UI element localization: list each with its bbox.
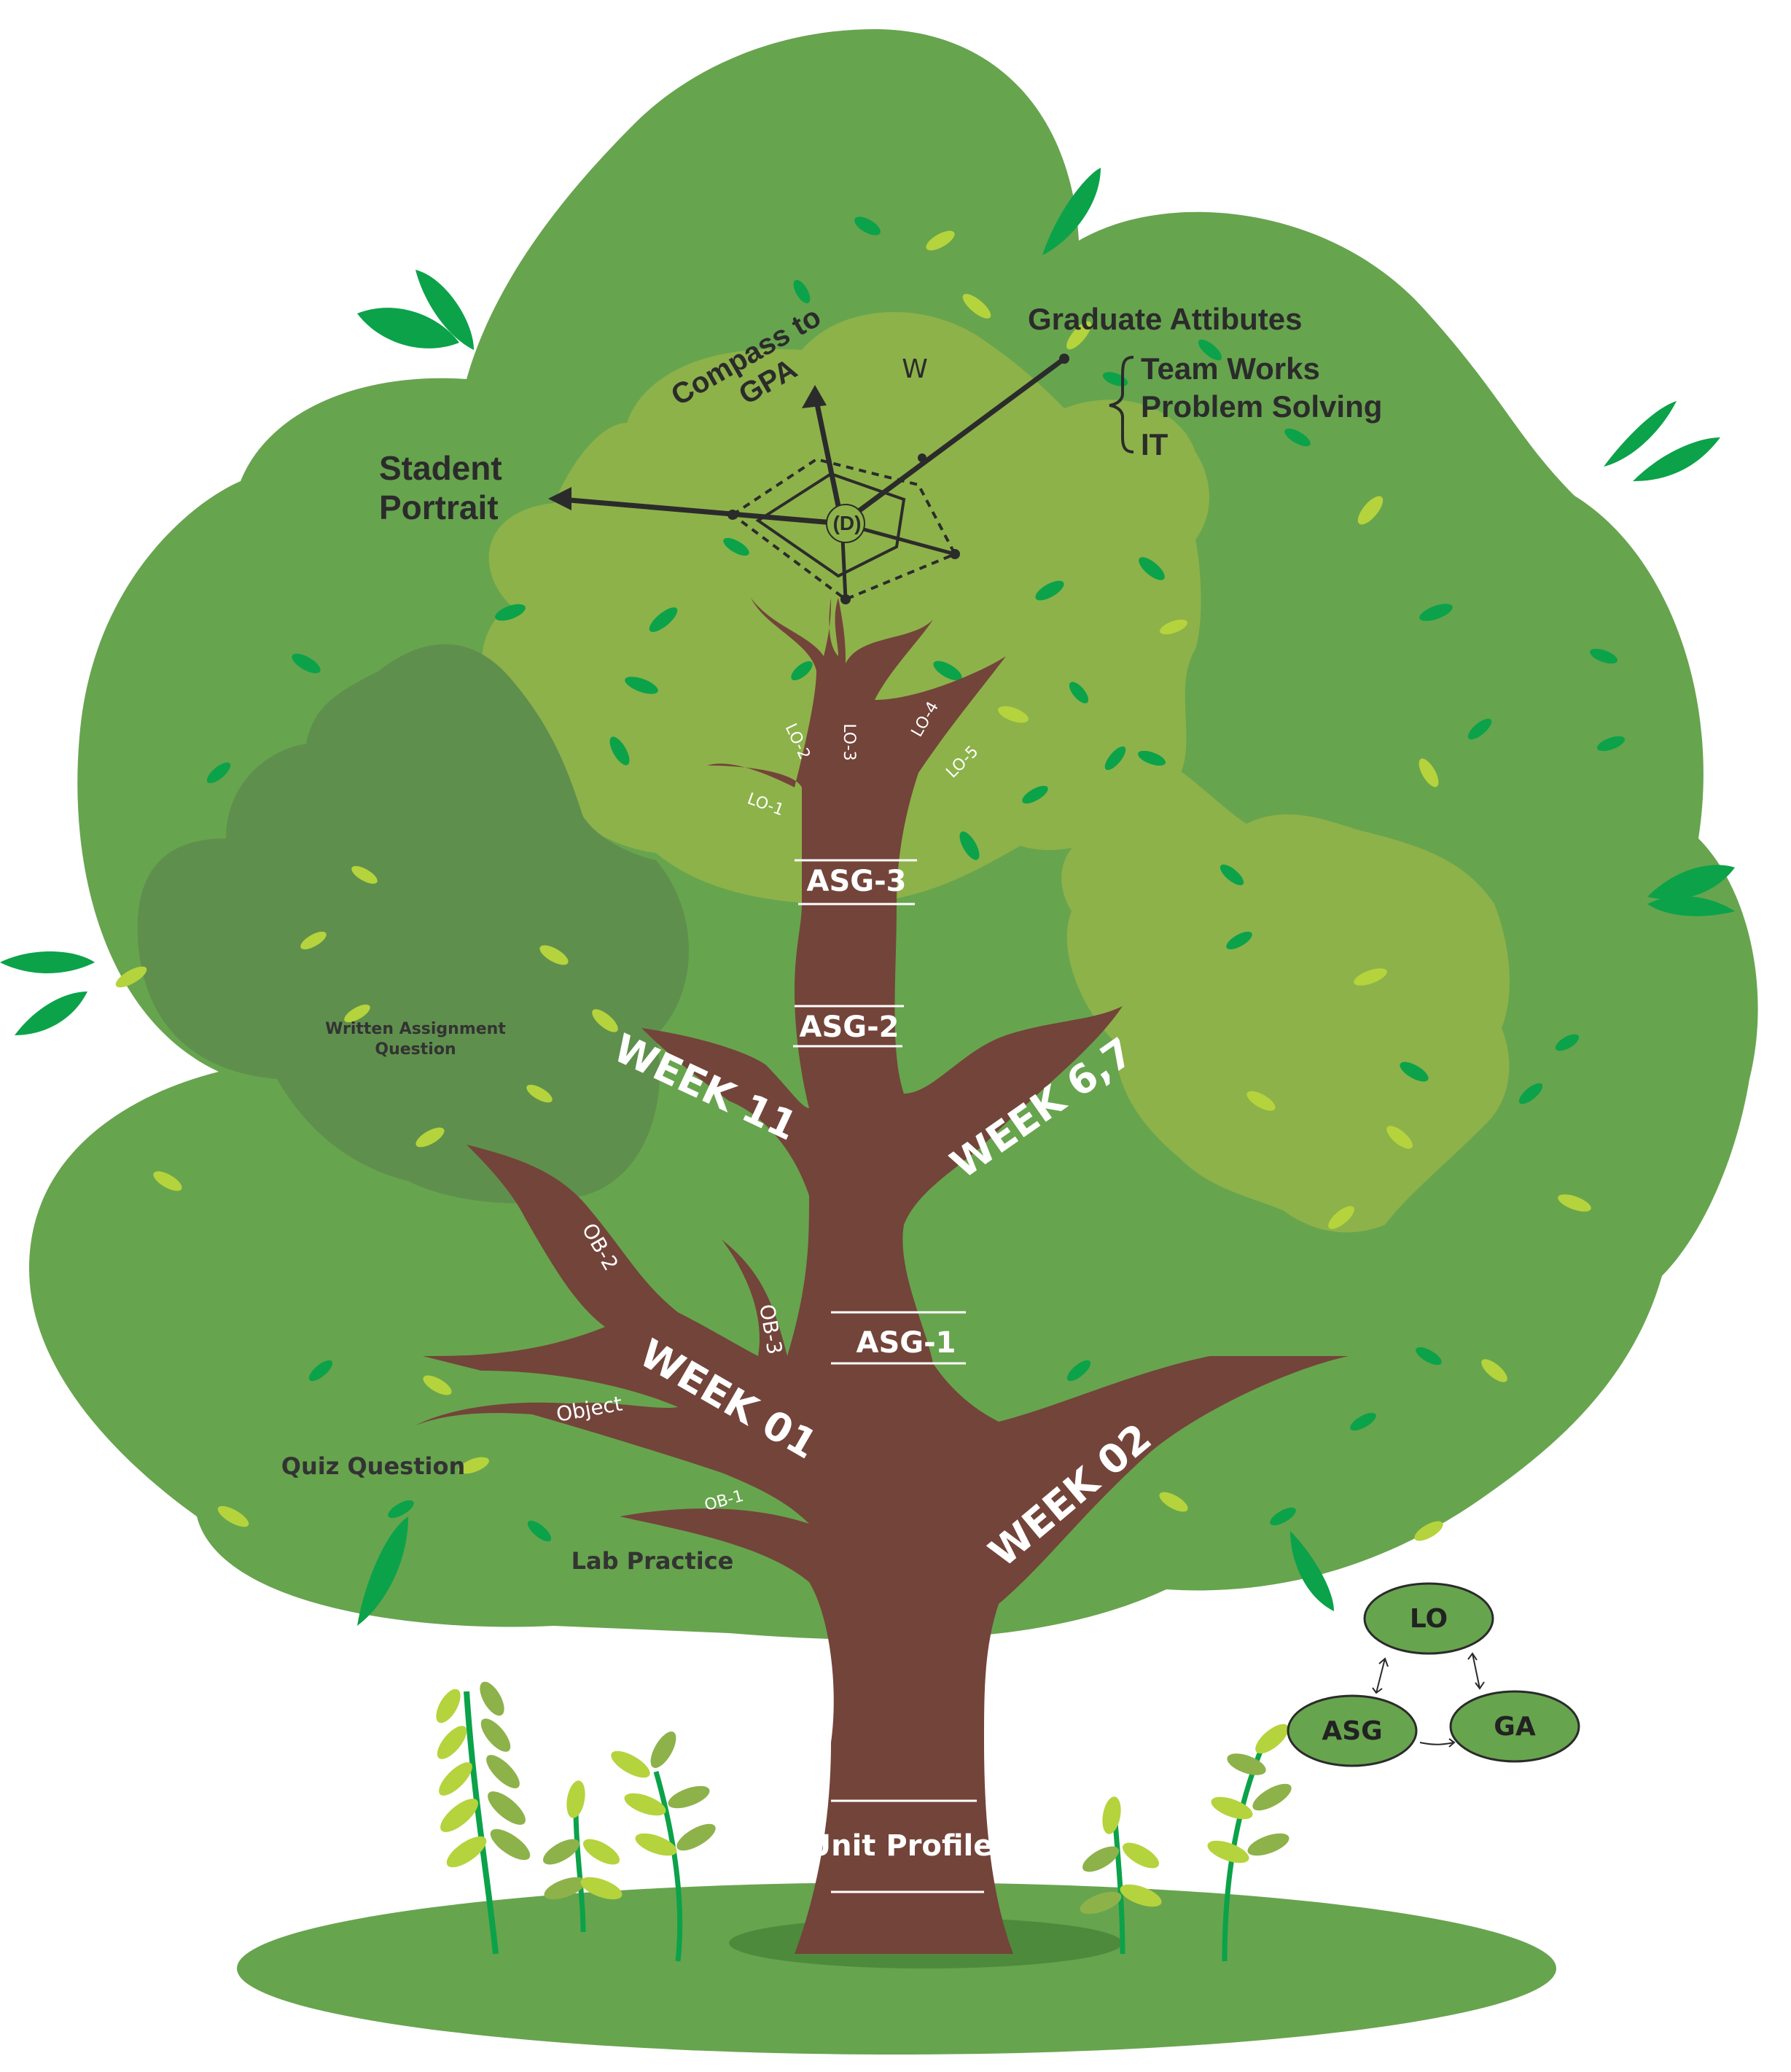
sprouts [436,1681,1292,1962]
line-to-left [732,513,843,526]
attributes-brace [1109,356,1134,453]
cycle-node-asg [1287,1694,1418,1767]
band-unit-profile: Unit Profile [808,1829,994,1863]
lo-3-label: LO-3 [840,723,858,760]
portrait-arrowhead [548,487,571,510]
band-asg1: ASG-1 [856,1326,956,1360]
cycle-label-lo: LO [1410,1604,1448,1634]
radar-node-left [727,510,738,520]
cycle-node-lo [1363,1582,1494,1655]
sprout-right-tall [1207,1724,1292,1962]
sprout-right-small [1080,1796,1162,1955]
band-asg2: ASG-2 [799,1010,899,1044]
written-assignment-label-2: Question [375,1040,456,1059]
quiz-question-label: Quiz Question [281,1452,465,1480]
attribute-problem-solving: Problem Solving [1141,389,1382,424]
compass-arrowhead [802,385,827,408]
radar-node-upper [918,453,926,462]
center-d-label: (D) [833,512,862,534]
cycle-node-ga [1449,1690,1580,1763]
trunk-bands [793,859,984,1893]
radar-node-bottom [840,594,851,604]
cycle-diagram: LO ASG GA [1287,1582,1580,1767]
graduate-attributes-title: Graduate Attibutes [1028,302,1302,336]
arrow-to-compass [812,393,845,524]
radar-node-right [950,549,960,559]
radar-node-ga [1059,354,1069,364]
radar-dashed-outline [730,457,957,601]
left-canopy [137,644,690,1204]
cycle-label-ga: GA [1494,1712,1536,1742]
sprout-left-mid [611,1732,716,1962]
cycle-label-asg: ASG [1322,1716,1382,1746]
canopy-leaf-specks [115,217,1625,1542]
sprout-left-tall [436,1681,531,1955]
right-canopy [1061,755,1510,1233]
student-portrait-label-1: Stadent [379,449,502,487]
upper-canopy [481,311,1209,904]
floating-leaves [0,168,1735,1626]
radar-center [826,504,865,543]
sprout-left-small [543,1780,623,1933]
lab-practice-label: Lab Practice [571,1547,734,1575]
line-to-graduate-attributes [840,357,1066,526]
band-asg3: ASG-3 [806,865,906,898]
written-assignment-label: Written Assignment [325,1020,506,1038]
attribute-it: IT [1141,427,1168,461]
attribute-team-works: Team Works [1141,351,1320,386]
w-label: W [902,354,928,384]
tree-trunk [415,598,1349,1954]
cycle-arrows [1372,1652,1485,1748]
radar-solid-outline [755,472,906,578]
student-portrait-label-2: Portrait [379,488,499,526]
